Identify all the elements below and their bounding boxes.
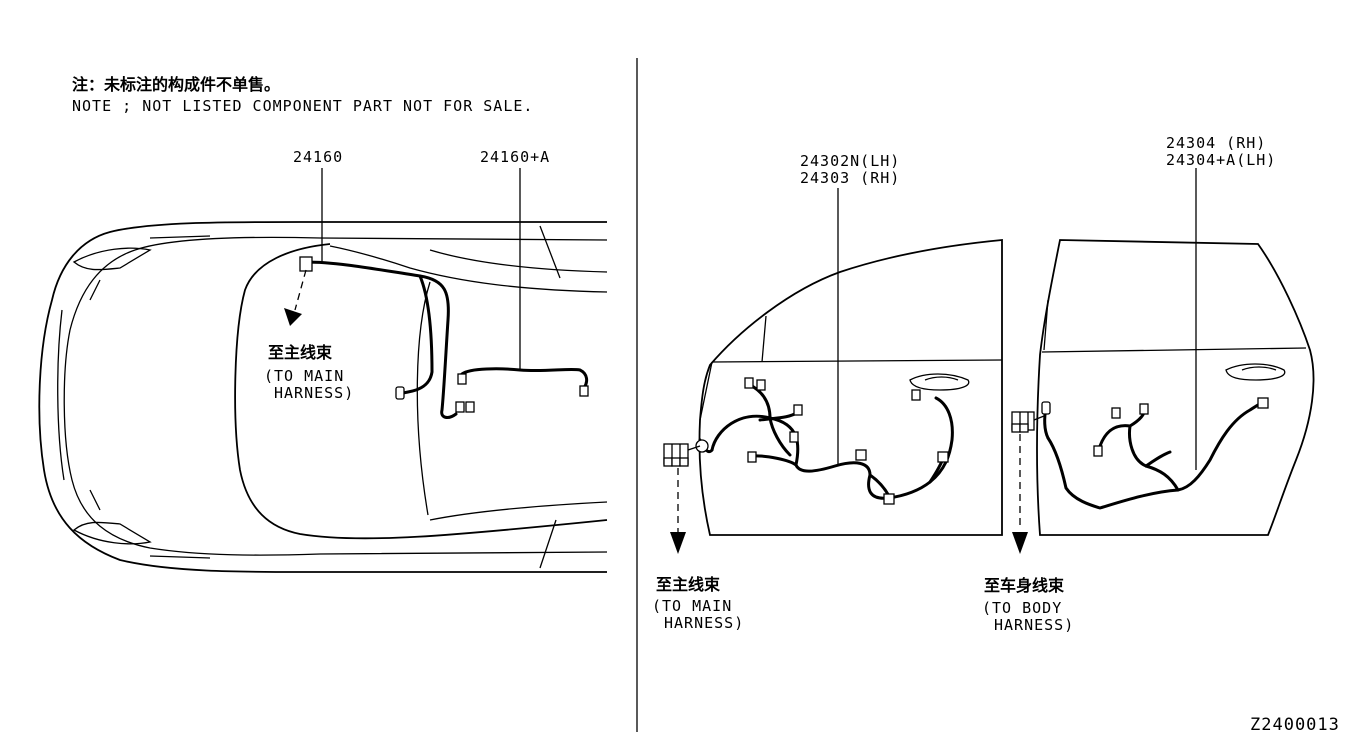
rear-door-drawing	[1036, 239, 1315, 536]
note-block: 注：未标注的构成件不单售。 NOTE ; NOT LISTED COMPONEN…	[72, 75, 533, 115]
callout-24160a: 24160+A	[480, 148, 550, 166]
front-main-cn: 至主线束	[656, 575, 721, 594]
roof-harness-24160-a	[457, 367, 589, 397]
front-door-main-connector	[663, 443, 701, 554]
callout-24302n: 24302N(LH)	[800, 152, 900, 170]
vehicle-roof-drawing	[38, 221, 608, 573]
rear-body-cn: 至车身线束	[984, 576, 1065, 595]
front-door-drawing	[698, 239, 1003, 536]
front-main-en-1: (TO MAIN	[652, 597, 732, 615]
callout-24160: 24160	[293, 148, 343, 166]
note-en: NOTE ; NOT LISTED COMPONENT PART NOT FOR…	[72, 97, 533, 115]
roof-main-en-1: (TO MAIN	[264, 367, 344, 385]
front-main-en-2: HARNESS)	[664, 614, 744, 632]
roof-main-en-2: HARNESS)	[274, 384, 354, 402]
callout-24304a: 24304+A(LH)	[1166, 151, 1276, 169]
roof-main-harness-arrow	[284, 269, 307, 326]
note-cn: 注：未标注的构成件不单售。	[72, 75, 280, 94]
rear-body-en-2: HARNESS)	[994, 616, 1074, 634]
rear-door-body-connector	[1011, 411, 1045, 554]
rear-door-harness	[1041, 397, 1269, 510]
callout-24303: 24303 (RH)	[800, 169, 900, 187]
diagram-id: Z2400013	[1250, 715, 1340, 735]
roof-main-cn: 至主线束	[268, 343, 333, 362]
callout-24304: 24304 (RH)	[1166, 134, 1266, 152]
front-door-harness	[695, 377, 954, 505]
rear-body-en-1: (TO BODY	[982, 599, 1062, 617]
